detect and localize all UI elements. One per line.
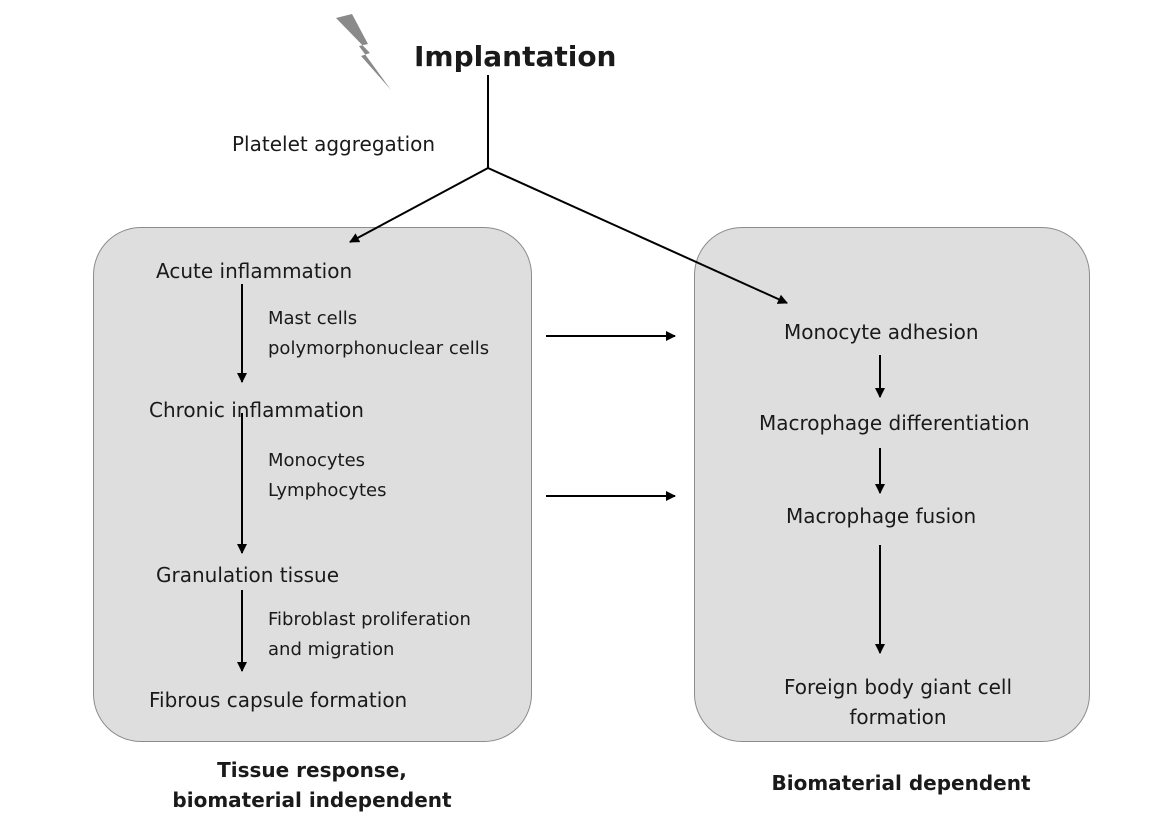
transition-note-line: and migration [268, 639, 395, 660]
transition-note-line: polymorphonuclear cells [268, 338, 490, 359]
transition-note-line: Mast cells [268, 308, 358, 329]
step-monocyte-adhesion: Monocyte adhesion [784, 320, 979, 344]
step-chronic-inflammation: Chronic inflammation [149, 398, 364, 422]
step-acute-inflammation: Acute inflammation [156, 259, 353, 283]
step-foreign-body-giant-cell-formation: Foreign body giant cell formation [784, 672, 1012, 732]
step-macrophage-fusion: Macrophage fusion [786, 504, 977, 528]
arrow-to-tissue-box [349, 167, 489, 243]
transition-note-line: Lymphocytes [268, 480, 387, 501]
step-fibrous-capsule-formation: Fibrous capsule formation [149, 688, 408, 712]
transition-note-line: Fibroblast proliferation [268, 609, 471, 630]
caption-line: biomaterial independent [172, 788, 452, 812]
transition-note-granulation-fibrous: Fibroblast proliferation and migration [268, 605, 471, 665]
transition-note-line: Monocytes [268, 450, 366, 471]
step-macrophage-differentiation: Macrophage differentiation [759, 411, 1030, 435]
biomaterial-dependent-caption: Biomaterial dependent [771, 771, 1031, 795]
transition-note-chronic-granulation: Monocytes Lymphocytes [268, 446, 386, 506]
step-granulation-tissue: Granulation tissue [156, 563, 340, 587]
biomaterial-response-box [694, 227, 1090, 742]
giant-cell-line: formation [849, 705, 947, 729]
tissue-response-caption: Tissue response, biomaterial independent [172, 755, 451, 815]
implantation-title: Implantation [414, 40, 617, 73]
arrow-to-monocyte-adhesion [487, 167, 788, 304]
tissue-response-box [93, 227, 532, 742]
transition-note-acute-chronic: Mast cells polymorphonuclear cells [268, 304, 489, 364]
platelet-aggregation-label: Platelet aggregation [232, 132, 436, 156]
lightning-bolt-icon [336, 14, 391, 90]
giant-cell-line: Foreign body giant cell [783, 675, 1013, 699]
caption-line: Tissue response, [217, 758, 407, 782]
